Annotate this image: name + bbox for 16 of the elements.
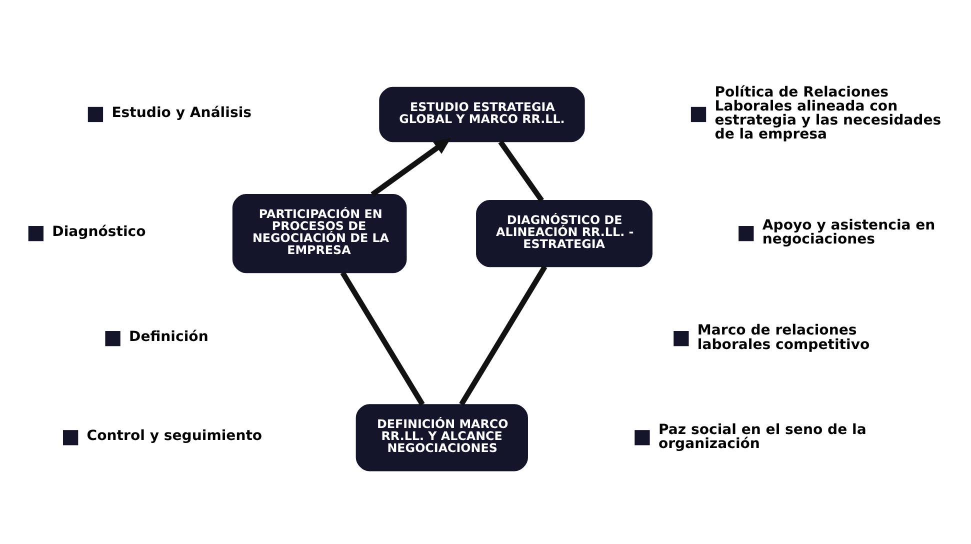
label: Marco de relaciones laborales competitivo [697,322,870,353]
label: Política de Relaciones Laborales alineada con estrategia y las necesidades de la empresa [714,84,942,143]
label: Estudio y Análisis [112,105,252,122]
label: Apoyo y asistencia en negociaciones [762,218,936,248]
node-box: DEFINICIÓN MARCO RR.LL. Y ALCANCE NEGOCIACIONES [356,404,528,472]
label: Diagnóstico [52,224,146,240]
node-box: ESTUDIO ESTRATEGIA GLOBAL Y MARCO RR.LL. [379,86,585,142]
node-box: PARTICIPACIÓN EN PROCESOS DE NEGOCIACIÓN DE LA EMPRESA [232,194,407,274]
label: Control y seguimiento [86,428,262,444]
connector [340,271,425,406]
node-box: DIAGNÓSTICO DE ALINEACIÓN RR.LL. - ESTRATEGIA [476,200,652,268]
label: Definición [129,329,208,346]
label: Paz social en el seno de la organización [658,422,866,452]
connector [459,265,548,406]
connector [498,140,544,202]
arrow [370,138,452,197]
